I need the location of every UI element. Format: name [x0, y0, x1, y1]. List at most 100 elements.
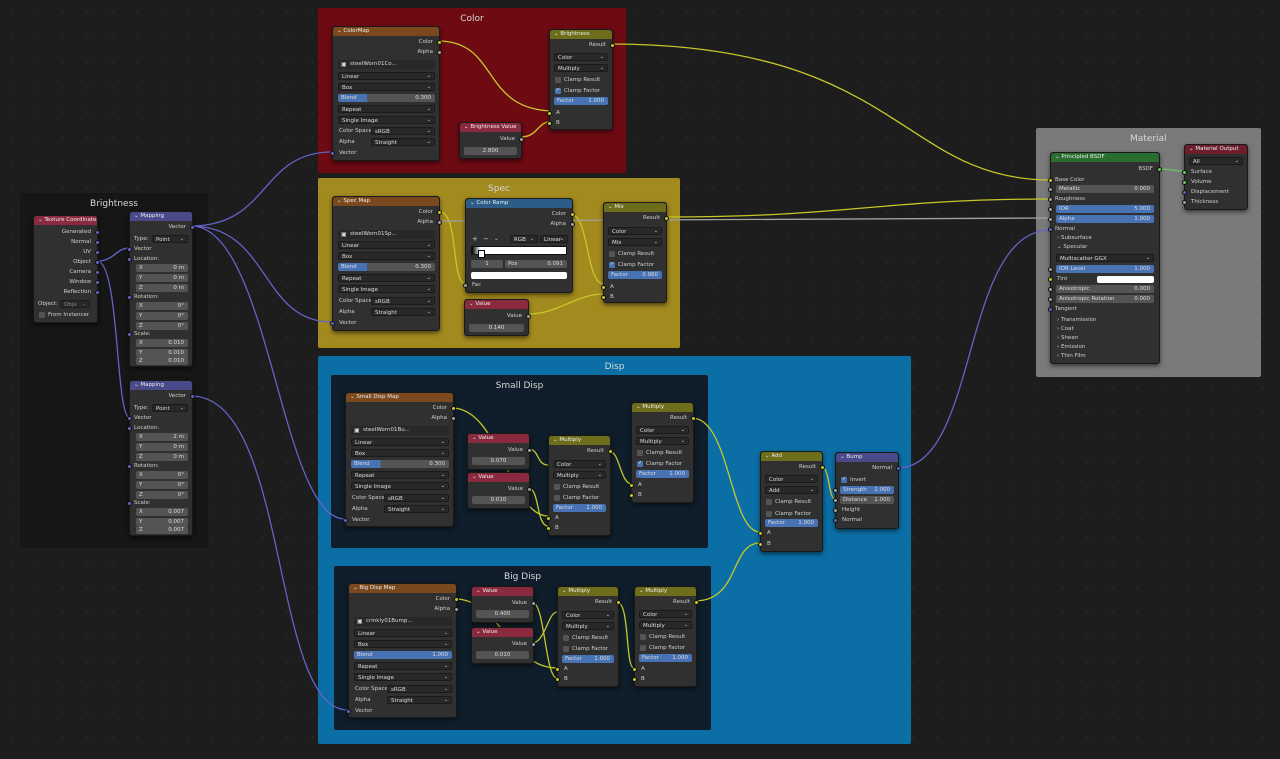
color-ramp-gradient[interactable]	[471, 246, 567, 255]
socket-tint-in[interactable]	[1048, 277, 1053, 282]
interpolation-dropdown[interactable]: Linear	[351, 438, 449, 446]
node-spec-mix[interactable]: Mix Result Color Mix Clamp Result Clamp …	[601, 202, 669, 303]
socket-vector-in[interactable]	[343, 518, 348, 523]
panel-thin-film[interactable]: › Thin Film	[1057, 353, 1086, 359]
color-space-dropdown[interactable]: sRGB	[384, 494, 449, 502]
socket-value-out[interactable]	[531, 642, 536, 647]
clamp-result-checkbox[interactable]: Clamp Result	[563, 634, 608, 642]
interpolation-dropdown[interactable]: Linear	[354, 629, 452, 637]
node-spec-map[interactable]: Spec Map Color Alpha steelWorn01Sp... Li…	[330, 196, 442, 331]
socket-color-out[interactable]	[451, 406, 456, 411]
blend-mode-dropdown[interactable]: Multiply	[636, 437, 689, 445]
socket-uv-out[interactable]	[95, 250, 100, 255]
socket-anisotropic-rotation-in[interactable]	[1048, 297, 1053, 302]
data-type-dropdown[interactable]: Color	[553, 460, 606, 468]
alpha-dropdown[interactable]: Straight	[387, 696, 452, 704]
data-type-dropdown[interactable]: Color	[639, 610, 692, 618]
clamp-factor-checkbox[interactable]: Clamp Factor	[609, 260, 654, 269]
socket-value-out[interactable]	[519, 137, 524, 142]
socket-vector-out[interactable]	[190, 225, 195, 230]
clamp-result-checkbox[interactable]: Clamp Result	[554, 483, 599, 491]
socket-volume-in[interactable]	[1182, 180, 1187, 185]
target-dropdown[interactable]: All	[1189, 157, 1243, 165]
type-dropdown[interactable]: Point	[152, 404, 188, 412]
projection-dropdown[interactable]: Box	[338, 83, 435, 91]
panel-subsurface[interactable]: › Subsurface	[1057, 235, 1092, 241]
node-big-multiply-2[interactable]: Multiply Result Color Multiply Clamp Res…	[632, 586, 699, 687]
socket-location-in[interactable]	[127, 426, 132, 431]
blend-mode-dropdown[interactable]: Add	[765, 486, 818, 494]
value-field[interactable]: 0.010	[472, 496, 525, 504]
socket-result-out[interactable]	[694, 600, 699, 605]
socket-value-out[interactable]	[527, 448, 532, 453]
panel-sheen[interactable]: › Sheen	[1057, 335, 1079, 341]
socket-distance-in[interactable]	[833, 498, 838, 503]
stop-color-swatch[interactable]	[471, 272, 567, 279]
blend-mode-dropdown[interactable]: Mix	[608, 238, 662, 246]
socket-b-in[interactable]	[629, 493, 634, 498]
projection-dropdown[interactable]: Box	[338, 252, 435, 260]
clamp-factor-checkbox[interactable]: Clamp Factor	[637, 459, 682, 468]
socket-scale-in[interactable]	[127, 332, 132, 337]
projection-dropdown[interactable]: Box	[354, 640, 452, 648]
socket-location-in[interactable]	[127, 257, 132, 262]
data-type-dropdown[interactable]: Color	[765, 475, 818, 483]
node-mapping-2[interactable]: Mapping Vector Type: Point Vector Locati…	[127, 380, 195, 536]
value-field[interactable]: 0.070	[472, 457, 525, 465]
from-instancer-checkbox[interactable]: From Instancer	[39, 311, 89, 319]
socket-reflection-out[interactable]	[95, 290, 100, 295]
data-type-dropdown[interactable]: Color	[636, 426, 689, 434]
socket-vector-in[interactable]	[330, 321, 335, 326]
alpha-dropdown[interactable]: Straight	[371, 138, 435, 146]
node-small-multiply-2[interactable]: Multiply Result Color Multiply Clamp Res…	[629, 402, 696, 503]
node-color-ramp[interactable]: Color Ramp Color Alpha + − ⌄ RGB Linear …	[463, 198, 575, 293]
socket-color-out[interactable]	[437, 210, 442, 215]
node-big-disp-map[interactable]: Big Disp Map Color Alpha crinkly01Bump..…	[346, 583, 459, 718]
node-colormap[interactable]: ColorMap Color Alpha steelWorn01Co... Li…	[330, 26, 442, 161]
node-small-value-2[interactable]: Value Value 0.010	[467, 472, 532, 509]
socket-fac-in[interactable]	[463, 283, 468, 288]
socket-a-in[interactable]	[758, 531, 763, 536]
socket-b-in[interactable]	[758, 542, 763, 547]
socket-window-out[interactable]	[95, 280, 100, 285]
node-brightness[interactable]: Brightness Result Color Multiply Clamp R…	[547, 29, 615, 130]
socket-a-in[interactable]	[632, 667, 637, 672]
socket-alpha-out[interactable]	[451, 416, 456, 421]
clamp-result-checkbox[interactable]: Clamp Result	[609, 250, 654, 258]
socket-vector-in[interactable]	[127, 416, 132, 421]
socket-color-out[interactable]	[454, 597, 459, 602]
blend-mode-dropdown[interactable]: Multiply	[562, 622, 614, 630]
socket-rotation-in[interactable]	[127, 295, 132, 300]
socket-vector-in[interactable]	[127, 247, 132, 252]
panel-specular[interactable]: ⌄ Specular	[1057, 244, 1088, 250]
image-selector[interactable]: steelWorn01Bu...	[351, 426, 449, 435]
clamp-result-checkbox[interactable]: Clamp Result	[640, 633, 685, 641]
alpha-dropdown[interactable]: Straight	[384, 505, 449, 513]
socket-displacement-in[interactable]	[1182, 190, 1187, 195]
interpolation-dropdown[interactable]: Linear	[540, 235, 568, 243]
invert-checkbox[interactable]: Invert	[841, 475, 866, 484]
socket-base-color-in[interactable]	[1048, 178, 1053, 183]
clamp-factor-checkbox[interactable]: Clamp Factor	[555, 86, 600, 95]
socket-normal-in[interactable]	[1048, 227, 1053, 232]
socket-b-in[interactable]	[555, 677, 560, 682]
ramp-stop-handle[interactable]	[478, 250, 485, 258]
source-dropdown[interactable]: Single Image	[351, 482, 449, 490]
clamp-result-checkbox[interactable]: Clamp Result	[637, 449, 682, 457]
distribution-dropdown[interactable]: Multiscatter GGX	[1056, 254, 1154, 262]
socket-normal-out[interactable]	[896, 466, 901, 471]
